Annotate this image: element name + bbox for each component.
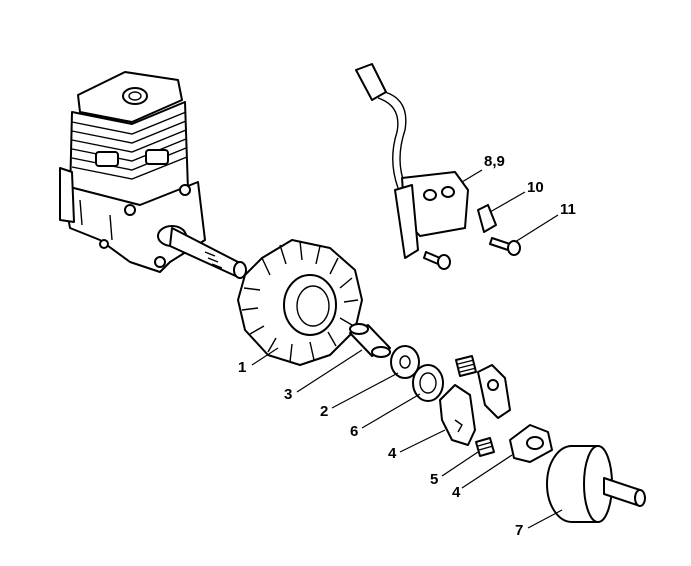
callout-drum: 7 bbox=[515, 522, 524, 539]
clutch-drum bbox=[546, 445, 646, 523]
leader-lines bbox=[251, 169, 563, 529]
module-screw bbox=[423, 251, 451, 270]
spring-upper bbox=[455, 355, 477, 377]
clutch-carrier bbox=[509, 424, 553, 463]
callout-screw: 11 bbox=[560, 201, 576, 218]
spring-lower bbox=[475, 437, 495, 457]
screw bbox=[489, 237, 521, 256]
callout-spring-washer: 6 bbox=[350, 423, 359, 440]
ignition-module bbox=[355, 63, 469, 259]
callout-plate: 10 bbox=[527, 179, 544, 196]
callout-flywheel: 1 bbox=[238, 359, 247, 376]
callout-clutch-shoe: 4 bbox=[388, 445, 397, 462]
plate bbox=[477, 204, 497, 233]
clutch-shoe bbox=[439, 384, 476, 446]
callout-washer: 2 bbox=[320, 403, 329, 420]
callout-carrier: 4 bbox=[452, 484, 461, 501]
flywheel bbox=[237, 239, 363, 366]
engine-assembly bbox=[59, 71, 247, 279]
clutch-carrier-upper bbox=[477, 364, 511, 419]
washer bbox=[390, 345, 420, 379]
callout-ignition-module: 8,9 bbox=[484, 153, 505, 170]
sleeve bbox=[349, 323, 391, 358]
callout-sleeve: 3 bbox=[284, 386, 293, 403]
spring-washer bbox=[412, 364, 444, 402]
callout-spring: 5 bbox=[430, 471, 439, 488]
